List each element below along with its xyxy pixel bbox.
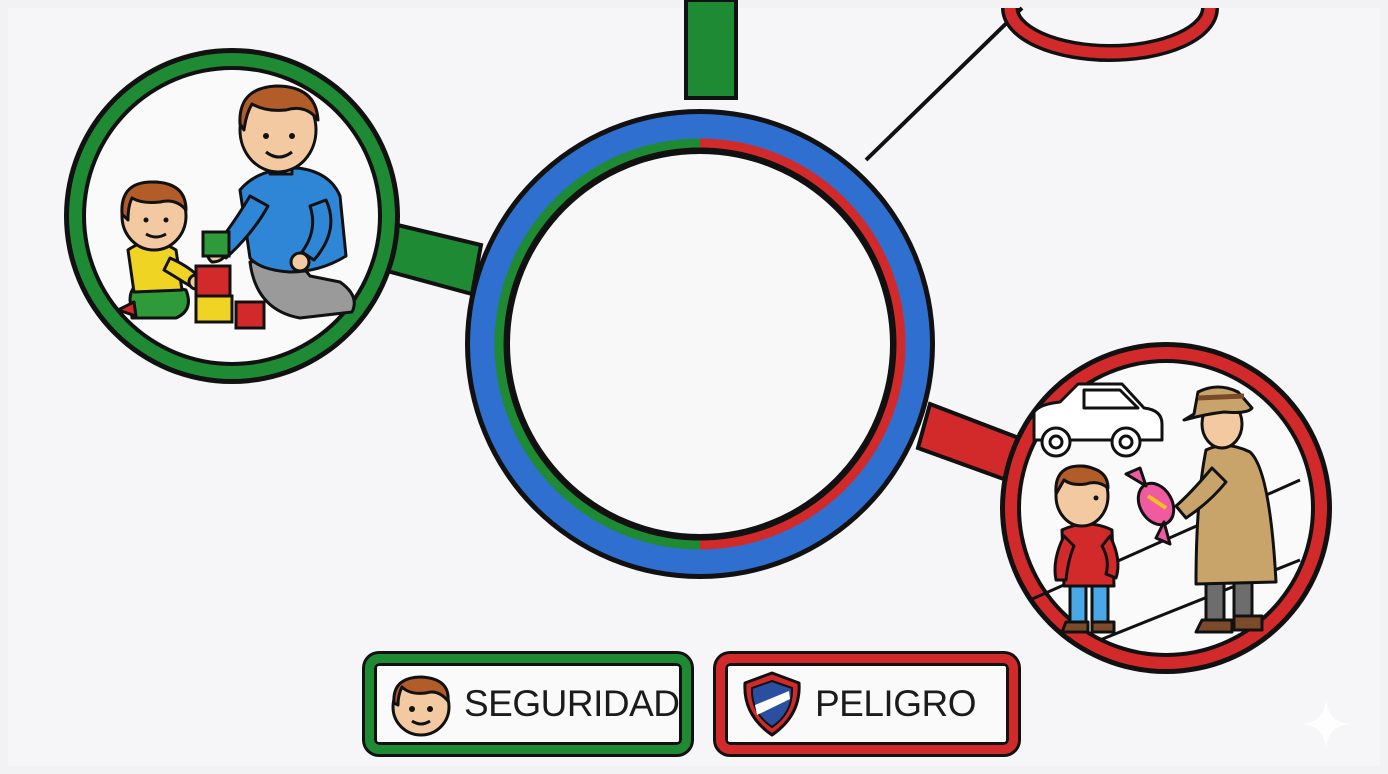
candy-icon (1124, 466, 1176, 546)
top-right-node (1001, 7, 1219, 62)
adult-figure-icon (205, 84, 356, 320)
danger-scene-node (1000, 342, 1332, 674)
shield-icon (743, 671, 801, 737)
toy-blocks-icon (194, 230, 266, 330)
car-icon (1032, 382, 1164, 458)
legend-danger-label: PELIGRO (815, 683, 977, 724)
boy-face-icon (391, 675, 451, 737)
legend-safe: SEGURIDAD (365, 654, 691, 754)
top-right-connector (864, 6, 1024, 162)
legend-safe-label: SEGURIDAD (464, 683, 680, 724)
child-figure-icon (116, 180, 205, 320)
stranger-figure-icon (1174, 385, 1278, 634)
safe-scene-node (64, 48, 400, 384)
sparkle-icon (1302, 700, 1350, 748)
child-figure-icon (1053, 464, 1120, 634)
top-connector (684, 0, 738, 100)
legend-danger: PELIGRO (716, 654, 1018, 754)
central-circle (465, 109, 935, 579)
